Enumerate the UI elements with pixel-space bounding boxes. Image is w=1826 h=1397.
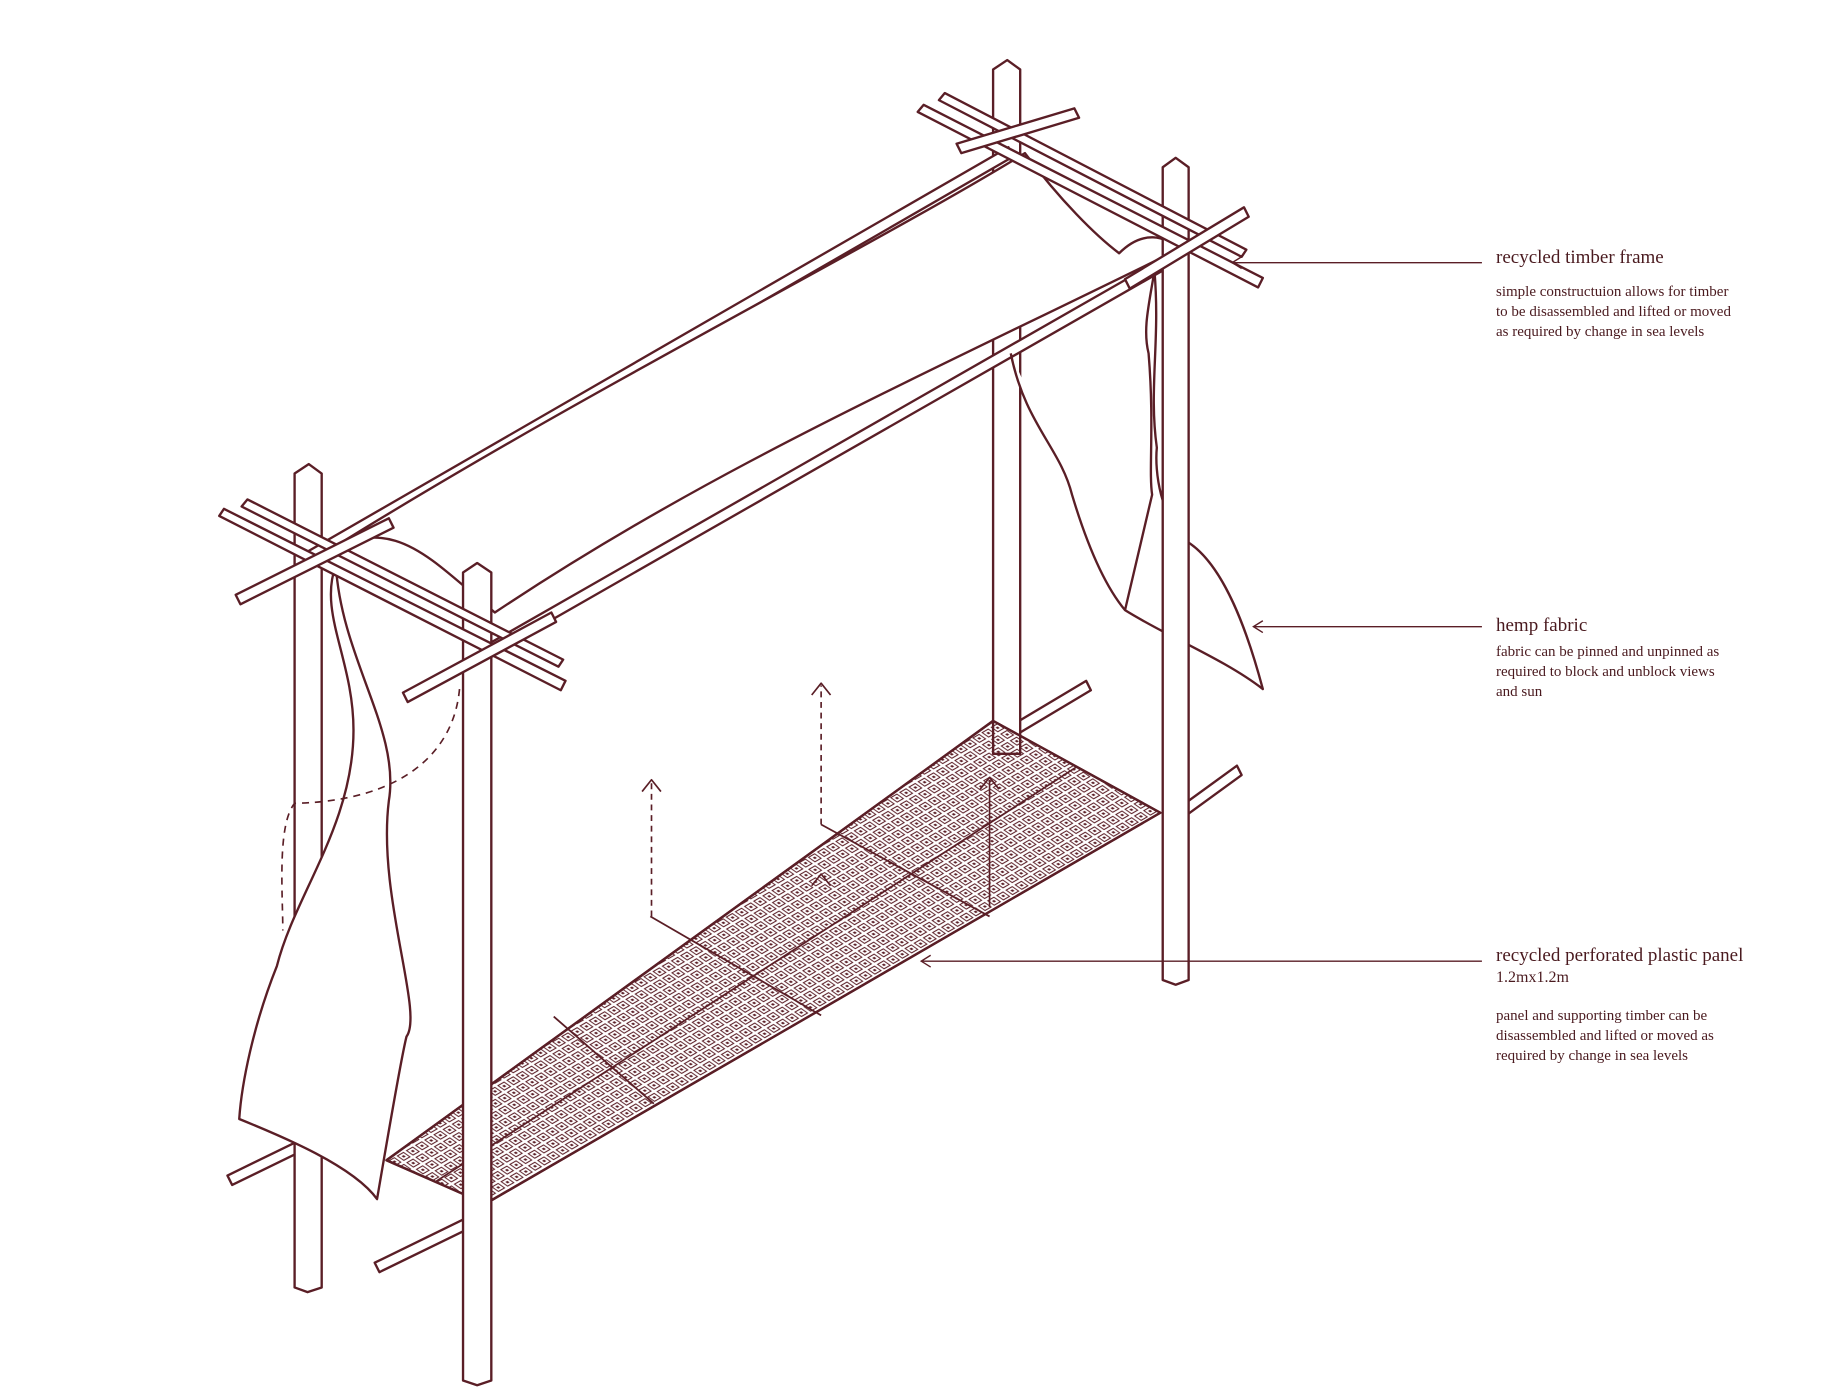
bottom-rail (1011, 679, 1093, 736)
hemp-fabric-drape-left (238, 564, 412, 1201)
annotation-description: simple constructuion allows for timber t… (1496, 284, 1731, 340)
cross-rail (955, 107, 1081, 155)
panel-joints (435, 766, 1078, 1183)
annotation-subtitle: 1.2mx1.2m (1496, 969, 1569, 986)
cross-rail (234, 517, 395, 606)
leader-lines (919, 256, 1482, 968)
bottom-rail (373, 1214, 478, 1274)
annotation-description: panel and supporting timber can be disas… (1496, 1008, 1714, 1064)
cross-rail (916, 103, 1265, 289)
timber-post-front-right (1161, 156, 1190, 986)
timber-post-front-left (461, 561, 493, 1387)
lift-arrows (641, 682, 1000, 917)
annotation-description: fabric can be pinned and unpinned as req… (1496, 644, 1720, 700)
hemp-fabric-drape-right (1009, 269, 1265, 691)
annotation-title: recycled timber frame (1496, 247, 1664, 268)
cross-rail (218, 507, 567, 692)
cross-rail (401, 611, 558, 704)
hemp-fabric-dashed (281, 689, 461, 931)
hemp-fabric (307, 151, 1180, 614)
annotation-title: recycled perforated plastic panel (1496, 945, 1744, 966)
annotation-hemp-fabric: hemp fabric fabric can be pinned and unp… (1496, 614, 1719, 702)
annotation-plastic-panel: recycled perforated plastic panel 1.2mx1… (1496, 944, 1743, 1066)
cross-rail (1123, 206, 1250, 290)
cross-rail (240, 498, 565, 668)
annotation-timber-frame: recycled timber frame simple constructui… (1496, 246, 1731, 342)
annotation-title: hemp fabric (1496, 615, 1588, 636)
